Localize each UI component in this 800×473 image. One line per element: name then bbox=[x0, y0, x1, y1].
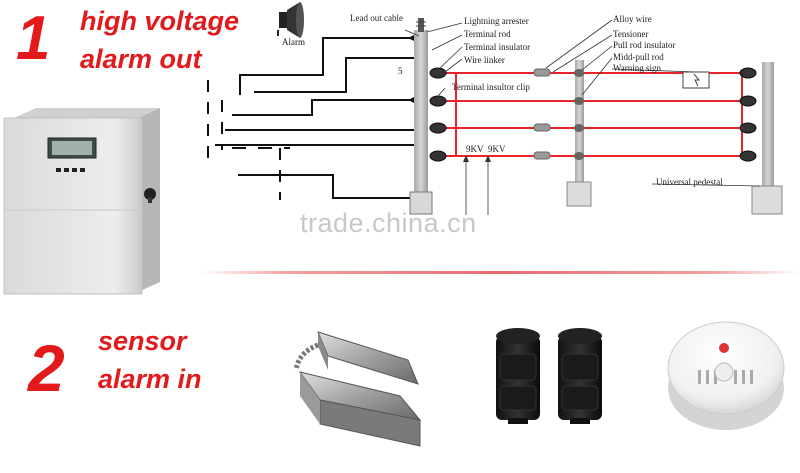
label-voltage-2: 9KV bbox=[488, 144, 506, 154]
label-warning-sign: Warning sign bbox=[613, 63, 662, 73]
label-terminal-insulator: Terminal insulator bbox=[464, 42, 530, 52]
label-tensioner: Tensioner bbox=[613, 29, 648, 39]
tensioners bbox=[533, 68, 551, 160]
section-1-title-line2: alarm out bbox=[80, 44, 202, 74]
label-alloy-wire: Alloy wire bbox=[613, 14, 652, 24]
watermark: trade.china.cn bbox=[300, 208, 477, 238]
section-2-title-line1: sensor bbox=[98, 326, 187, 356]
section-1-title-line1: high voltage bbox=[80, 6, 240, 36]
pull-rod-insulators bbox=[574, 69, 584, 160]
infrared-beam-sensor bbox=[496, 328, 540, 424]
label-terminal-insulator-clip: Terminal insultor clip bbox=[452, 82, 530, 92]
terminal-insulators bbox=[429, 67, 757, 162]
label-lightning-arrester: Lightning arrester bbox=[464, 16, 529, 26]
label-voltage-1: 9KV bbox=[466, 144, 484, 154]
label-universal-pedestal: Universal pedestal bbox=[656, 177, 723, 187]
section-divider bbox=[200, 271, 800, 274]
label-terminal-rod: Terminal rod bbox=[464, 29, 511, 39]
section-2-title-line2: alarm in bbox=[98, 364, 202, 394]
label-wire-linker: Wire linker bbox=[464, 55, 505, 65]
section-2-number: 2 bbox=[28, 331, 65, 405]
alarm-controller-box bbox=[3, 108, 160, 295]
label-alarm: Alarm bbox=[282, 37, 305, 47]
magnetic-door-contact bbox=[293, 331, 422, 447]
lead-out-cables bbox=[207, 37, 420, 200]
siren-icon bbox=[277, 2, 304, 38]
smoke-detector bbox=[667, 321, 785, 430]
label-lead-out-cable: Lead out cable bbox=[350, 13, 403, 23]
infrared-beam-sensor bbox=[558, 328, 602, 424]
terminal-post bbox=[414, 30, 428, 200]
label-midd-pull-rod: Midd-pull rod bbox=[613, 52, 664, 62]
section-1-number: 1 bbox=[16, 4, 51, 73]
label-pull-rod-insulator: Pull rod insulator bbox=[613, 40, 676, 50]
label-post-number: 5 bbox=[398, 66, 403, 76]
